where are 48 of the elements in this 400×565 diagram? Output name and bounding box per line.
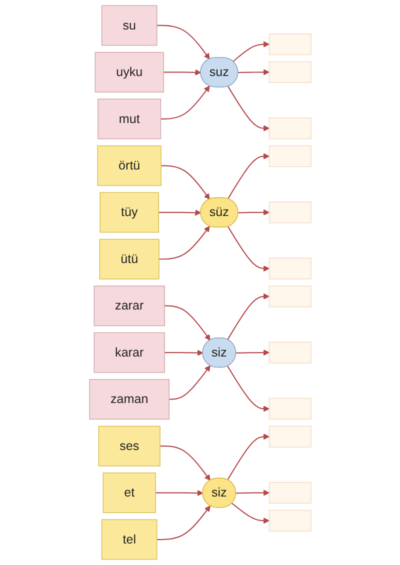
- node-box: zaman: [88, 379, 170, 420]
- arrow: [158, 210, 201, 216]
- node-box: örtü: [96, 145, 162, 186]
- arrow: [226, 366, 270, 412]
- node-box: [268, 342, 312, 364]
- node-box: ütü: [99, 238, 160, 280]
- node-box: [268, 426, 312, 448]
- node-box: su: [101, 5, 157, 46]
- arrow: [227, 226, 270, 272]
- node-box: zarar: [93, 286, 165, 326]
- node-box: karar: [93, 332, 165, 373]
- arrow: [156, 24, 210, 60]
- node-box: [268, 258, 312, 280]
- arrow: [160, 446, 210, 481]
- arrow: [232, 41, 270, 62]
- arrow: [158, 226, 210, 260]
- arrow: [168, 365, 210, 400]
- arrow: [164, 350, 203, 356]
- arrow: [226, 293, 270, 340]
- node-box: mut: [97, 98, 161, 140]
- node-box: [268, 61, 312, 83]
- node-box: ses: [98, 426, 160, 466]
- node-box: [268, 286, 312, 308]
- arrow: [236, 490, 270, 496]
- arrow: [238, 209, 270, 216]
- node-box: tel: [101, 519, 157, 560]
- arrow: [238, 69, 270, 76]
- arrow: [160, 86, 210, 120]
- node-box: et: [102, 472, 156, 514]
- arrow: [156, 506, 210, 540]
- arrow: [160, 165, 210, 200]
- node-box: tüy: [99, 192, 159, 233]
- arrow: [164, 305, 210, 341]
- node-box: [268, 482, 312, 504]
- arrow: [227, 153, 270, 200]
- node-box: [268, 202, 312, 224]
- arrow: [231, 502, 270, 524]
- arrow: [226, 434, 270, 480]
- node-box: [268, 118, 312, 140]
- arrow: [163, 69, 201, 76]
- node-box: uyku: [94, 52, 164, 92]
- node-box: [268, 398, 312, 420]
- arrow: [236, 350, 270, 356]
- arrow: [227, 86, 270, 132]
- node-box: [268, 145, 312, 168]
- arrow: [155, 490, 203, 496]
- node-box: [268, 510, 312, 532]
- node-box: [268, 33, 312, 56]
